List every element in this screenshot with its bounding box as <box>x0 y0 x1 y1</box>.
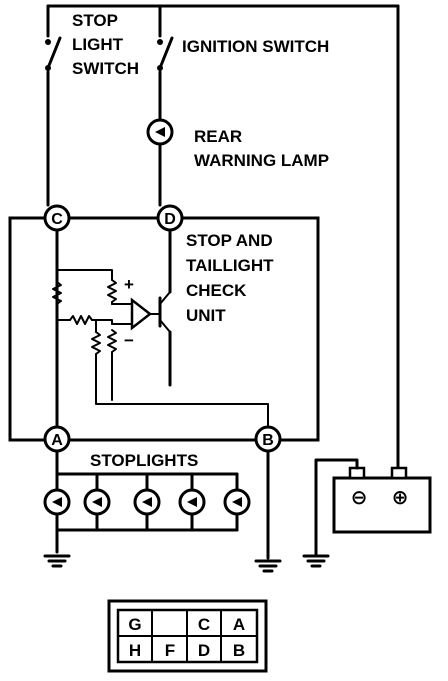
rear-warning-lamp-symbol <box>146 118 174 146</box>
stoplight-bulb-3 <box>133 488 161 516</box>
stop-light-switch-label-line1: STOP <box>72 11 118 30</box>
stoplight-bulb-4 <box>178 488 206 516</box>
check-unit-label-line3: CHECK <box>186 281 247 300</box>
ground-symbol-middle <box>254 559 282 573</box>
battery-negative-terminal: ⊖ <box>351 487 368 509</box>
stoplight-bulb-1 <box>43 488 71 516</box>
terminal-c-label: C <box>51 211 63 228</box>
minus-sign: − <box>124 331 134 350</box>
stop-light-switch-label-line2: LIGHT <box>72 35 124 54</box>
check-unit-label-line1: STOP AND <box>186 231 273 250</box>
terminal-a-label: A <box>51 432 63 449</box>
stoplights-wiring <box>55 449 270 560</box>
check-unit-label-line4: UNIT <box>186 306 226 325</box>
connector-pinout <box>107 599 268 673</box>
connector-pin-f: F <box>165 641 175 660</box>
stoplights-label: STOPLIGHTS <box>90 451 198 470</box>
check-unit-label-line2: TAILLIGHT <box>186 256 274 275</box>
terminal-a: A <box>43 425 71 453</box>
ignition-switch-symbol <box>157 36 174 71</box>
battery-symbol <box>302 458 432 568</box>
terminal-c: C <box>43 204 71 232</box>
connector-pin-b: B <box>233 641 245 660</box>
rear-warning-lamp-label-line1: REAR <box>194 127 242 146</box>
stop-light-switch-label-line3: SWITCH <box>72 59 139 78</box>
connector-pin-c: C <box>198 615 210 634</box>
terminal-b: B <box>254 425 282 453</box>
connector-pin-a: A <box>233 615 245 634</box>
rear-warning-lamp-label-line2: WARNING LAMP <box>194 151 329 170</box>
top-wiring <box>46 4 400 472</box>
connector-pin-d: D <box>198 641 210 660</box>
stoplight-bulb-5 <box>223 488 251 516</box>
connector-pin-g: G <box>128 615 141 634</box>
terminal-d-label: D <box>164 211 176 228</box>
ignition-switch-label: IGNITION SWITCH <box>182 37 329 56</box>
terminal-d: D <box>156 204 184 232</box>
stop-light-switch-symbol <box>45 36 62 71</box>
ground-symbol-left <box>43 554 71 568</box>
stoplight-bulb-2 <box>83 488 111 516</box>
connector-pin-h: H <box>129 641 141 660</box>
terminal-b-label: B <box>262 432 274 449</box>
check-unit-internal-circuit <box>52 229 269 428</box>
plus-sign: + <box>124 275 134 294</box>
battery-positive-terminal: ⊕ <box>392 487 409 509</box>
